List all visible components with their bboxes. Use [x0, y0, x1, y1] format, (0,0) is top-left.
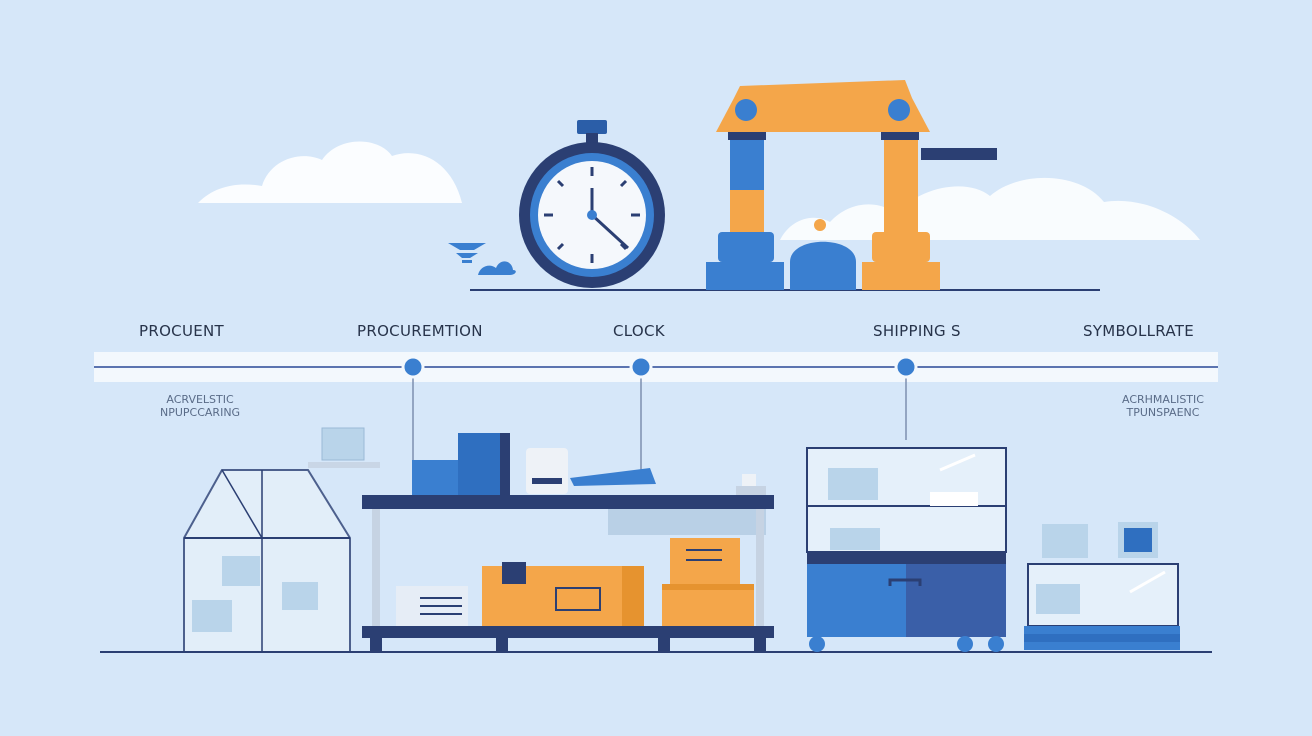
- robotic-arm-icon: [706, 80, 997, 290]
- workbench-icon: [362, 433, 774, 652]
- cloud-icon: [780, 177, 1200, 240]
- timeline-label-1: PROCUENT: [139, 322, 224, 340]
- note-right-line1: ACRHMALISTIC: [1122, 393, 1204, 406]
- note-left-line2: NPUPCCARING: [160, 406, 241, 419]
- display-cabinet-icon: [806, 447, 1007, 652]
- greenhouse-icon: [183, 427, 380, 653]
- cloud-icon: [478, 261, 516, 275]
- timeline-dot-3: [894, 355, 918, 379]
- timeline-label-5: SYMBOLLRATE: [1083, 322, 1195, 340]
- funnel-icon: [448, 243, 486, 263]
- note-left: ACRVELSTIC NPUPCCARING: [160, 393, 240, 419]
- glass-case-icon: [1024, 522, 1180, 650]
- timeline-dot-2: [629, 355, 653, 379]
- timeline-label-4: SHIPPING S: [873, 322, 961, 340]
- note-left-line1: ACRVELSTIC: [166, 393, 234, 406]
- timeline-dot-1: [401, 355, 425, 379]
- timeline-label-2: PROCUREMTION: [357, 322, 483, 340]
- note-right-line2: TPUNSPAENC: [1126, 406, 1200, 419]
- cloud-icon: [198, 141, 462, 203]
- timeline-label-3: CLOCK: [613, 322, 665, 340]
- note-right: ACRHMALISTIC TPUNSPAENC: [1122, 393, 1204, 419]
- stopwatch-icon: [519, 120, 665, 288]
